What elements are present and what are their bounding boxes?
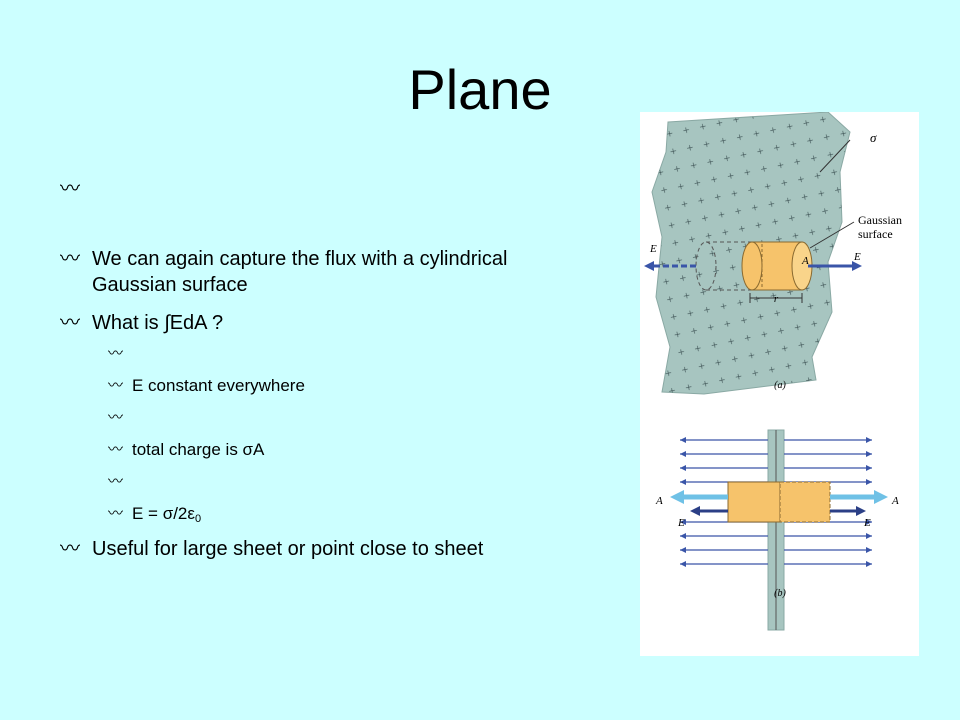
field-lines: [680, 437, 872, 567]
e-label-b-right: E: [863, 517, 871, 529]
subbullet-text: E = σ/2ε0: [132, 504, 201, 529]
field-line-arrowhead: [680, 547, 686, 553]
figure-svg: +: [644, 111, 902, 631]
bullet-item-useful: 〰 Useful for large sheet or point close …: [60, 536, 562, 562]
gaussian-label-line2: surface: [858, 227, 893, 241]
subbullet-text: E constant everywhere: [132, 376, 305, 395]
e-label-left: E: [649, 243, 657, 255]
bullet-icon: 〰: [60, 312, 80, 334]
sigma-leader: [819, 139, 851, 173]
bullet-item-empty: 〰: [60, 176, 562, 202]
caption-b: (b): [774, 588, 786, 599]
slide-title: Plane: [408, 58, 552, 121]
field-line-arrowhead: [866, 465, 872, 471]
gaussian-cylinder: [741, 241, 813, 291]
bullet-icon: 〰: [108, 409, 124, 426]
subbullet-item-e-constant: 〰 E constant everywhere: [108, 376, 305, 396]
e-vector-left: [690, 506, 728, 516]
cylinder-left-half: [727, 481, 781, 523]
panel-a: r A E E σ Gaussian surface (a): [644, 111, 902, 395]
field-line-arrowhead: [866, 561, 872, 567]
field-line-arrowhead: [866, 547, 872, 553]
bullet-icon: 〰: [60, 248, 80, 270]
bullet-item-capture-flux: 〰 We can again capture the flux with a c…: [60, 246, 562, 298]
field-line-arrowhead: [680, 561, 686, 567]
area-vector-right: [830, 490, 888, 504]
cylinder-right-half: [779, 481, 831, 523]
bullet-icon: 〰: [108, 441, 124, 458]
e-field-arrow-left: [644, 261, 696, 271]
formula-main: E = σ/2ε: [132, 504, 195, 523]
field-line-arrowhead: [680, 451, 686, 457]
sigma-label: σ: [870, 130, 877, 145]
subbullet-item-total-charge: 〰 total charge is σA: [108, 440, 264, 460]
bullet-text: What is ∫EdA ?: [92, 312, 224, 334]
e-field-arrow-right: [808, 261, 862, 271]
bullet-text: Useful for large sheet or point close to…: [92, 538, 484, 560]
bullet-icon: 〰: [108, 473, 124, 490]
a-label: A: [801, 255, 809, 267]
field-line-arrowhead: [680, 519, 686, 525]
field-line-arrowhead: [866, 533, 872, 539]
gaussian-plane-figure: +: [640, 111, 919, 656]
field-line-arrowhead: [866, 479, 872, 485]
area-vector-left: [670, 490, 728, 504]
subbullet-item-empty: 〰: [108, 344, 132, 364]
bullet-icon: 〰: [108, 345, 124, 362]
field-line-arrowhead: [866, 519, 872, 525]
bullet-icon: 〰: [60, 538, 80, 560]
subbullet-item-e-formula: 〰 E = σ/2ε0: [108, 504, 201, 529]
e-label-right: E: [853, 251, 861, 263]
subbullet-item-empty: 〰: [108, 472, 132, 492]
field-line-arrowhead: [680, 437, 686, 443]
field-line-arrowhead: [680, 533, 686, 539]
formula-subscript: 0: [194, 513, 202, 525]
caption-a: (a): [774, 380, 786, 391]
bullet-text: We can again capture the flux with a cyl…: [92, 248, 508, 296]
cylinder-back-dashed: [695, 241, 752, 291]
bullet-icon: 〰: [108, 377, 124, 394]
gaussian-leader: [809, 221, 855, 249]
gaussian-label-line1: Gaussian: [858, 213, 902, 227]
field-line-arrowhead: [680, 465, 686, 471]
a-label-right: A: [891, 495, 899, 507]
subbullet-text: total charge is σA: [132, 440, 265, 459]
bullet-icon: 〰: [108, 505, 124, 522]
field-line-arrowhead: [866, 451, 872, 457]
field-line-arrowhead: [866, 437, 872, 443]
e-label-b-left: E: [677, 517, 685, 529]
a-label-left: A: [655, 495, 663, 507]
field-line-arrowhead: [680, 479, 686, 485]
bullet-item-what-is: 〰 What is ∫EdA ?: [60, 310, 562, 336]
radius-dimension: [749, 293, 803, 303]
r-label: r: [774, 293, 779, 305]
panel-b: A A E E (b): [655, 429, 899, 631]
e-vector-right: [830, 506, 866, 516]
subbullet-item-empty: 〰: [108, 408, 132, 428]
bullet-icon: 〰: [60, 178, 80, 200]
